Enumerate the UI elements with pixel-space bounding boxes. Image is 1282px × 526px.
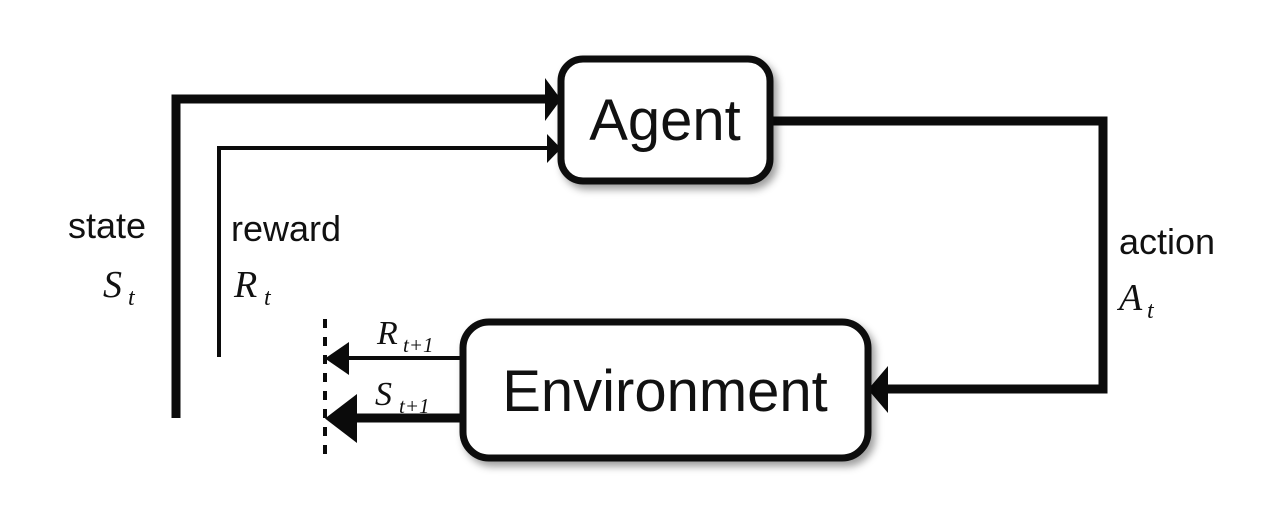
edge-reward-next [325, 342, 463, 375]
reward-arrowhead [547, 134, 561, 163]
action-word-label: action [1119, 221, 1215, 262]
node-environment[interactable]: Environment [459, 318, 872, 462]
state-next-symbol-label: S [375, 376, 392, 413]
reward-symbol-label: R [233, 264, 257, 306]
state-next-arrowhead [325, 394, 357, 443]
state-subscript-label: t [128, 285, 136, 311]
reward-next-subscript-label: t+1 [403, 333, 434, 357]
label-state: state S t [68, 205, 146, 311]
reward-next-symbol-label: R [376, 315, 398, 352]
action-arrowhead [868, 366, 888, 413]
environment-box-label: Environment [502, 359, 828, 424]
agent-box[interactable] [557, 55, 774, 185]
action-subscript-label: t [1147, 298, 1155, 324]
edge-reward-to-agent [217, 134, 561, 357]
label-reward-next: R t+1 [376, 315, 434, 357]
reward-word-label: reward [231, 208, 341, 249]
agent-box-label: Agent [589, 88, 741, 153]
label-state-next: S t+1 [375, 376, 430, 418]
state-symbol-label: S [103, 264, 122, 306]
reward-subscript-label: t [264, 285, 272, 311]
environment-box[interactable] [459, 318, 872, 462]
action-symbol-label: A [1116, 277, 1143, 319]
state-arrowhead [545, 78, 561, 121]
label-reward: reward R t [231, 208, 341, 311]
label-action: action A t [1116, 221, 1215, 324]
node-agent[interactable]: Agent [557, 55, 774, 185]
reward-next-arrowhead [325, 342, 349, 375]
edge-state-next [325, 394, 463, 443]
edge-state-to-agent [171, 78, 561, 418]
state-next-subscript-label: t+1 [399, 394, 430, 418]
edge-action-to-environment [770, 116, 1108, 413]
state-word-label: state [68, 205, 146, 246]
